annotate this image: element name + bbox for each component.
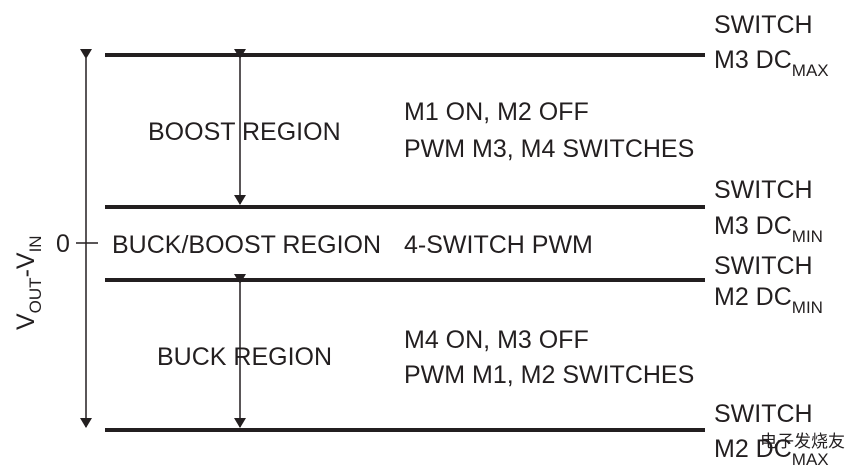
buck-region-label: BUCK REGION [157,343,332,371]
threshold-label-2-line1: SWITCH [714,252,813,280]
buck-boost-region-label: BUCK/BOOST REGION [112,231,381,259]
axis-label-sub-in: IN [26,235,45,252]
buck-region-desc-2: PWM M1, M2 SWITCHES [404,361,694,389]
threshold-label-1-line1: SWITCH [714,176,813,204]
threshold-label-1-text: M3 DC [714,212,792,240]
threshold-label-2-line2: M2 DCMIN [714,283,823,317]
boost-region-desc-2: PWM M3, M4 SWITCHES [404,135,694,163]
threshold-label-2-sub: MIN [792,298,823,317]
threshold-label-3-line1: SWITCH [714,400,813,428]
threshold-label-0-text: M3 DC [714,46,792,74]
threshold-label-3-line2: M2 DCMAX [714,435,829,469]
axis-label: VOUT-VIN [12,235,45,330]
buck-boost-region-desc: 4-SWITCH PWM [404,231,593,259]
zero-label: 0 [56,230,70,258]
threshold-label-3-text: M2 DC [714,435,792,463]
watermark: 电子发烧友 [760,432,845,451]
threshold-label-1-line2: M3 DCMIN [714,212,823,246]
axis-label-mid: -V [12,252,40,277]
boost-region-label: BOOST REGION [148,118,341,146]
threshold-label-2-text: M2 DC [714,283,792,311]
axis-label-main: V [12,313,40,330]
threshold-label-0-line2: M3 DCMAX [714,46,829,80]
threshold-label-0-sub: MAX [792,61,829,80]
boost-region-desc-1: M1 ON, M2 OFF [404,98,589,126]
axis-label-sub-out: OUT [26,277,45,313]
threshold-label-0-line1: SWITCH [714,11,813,39]
buck-region-desc-1: M4 ON, M3 OFF [404,326,589,354]
threshold-label-1-sub: MIN [792,227,823,246]
threshold-label-3-sub: MAX [792,450,829,469]
